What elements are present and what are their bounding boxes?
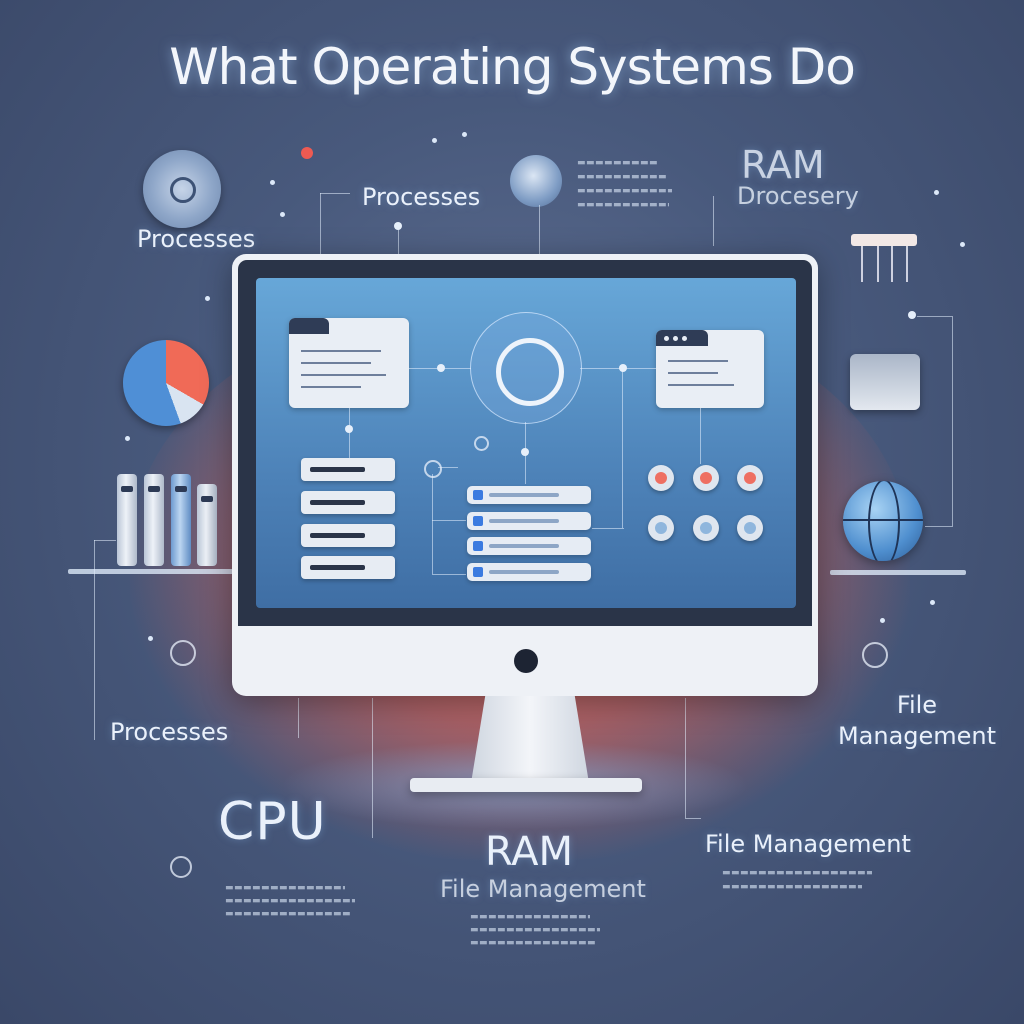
label-file-management-bottom-center: File Management: [440, 875, 646, 903]
node-icon: [170, 856, 192, 878]
status-indicator-icon[interactable]: [693, 515, 719, 541]
status-indicator-icon[interactable]: [737, 515, 763, 541]
pie-chart-icon: [123, 340, 209, 426]
status-indicator-icon[interactable]: [737, 465, 763, 491]
node-icon: [474, 436, 489, 451]
decorative-text: ▬▬▬▬▬▬▬▬▬▬▬▬▬▬▬: [470, 925, 600, 935]
storage-cylinder-icon: [144, 474, 164, 566]
storage-cylinder-icon: [117, 474, 137, 566]
window-icon: [656, 330, 764, 408]
node-icon: [170, 640, 196, 666]
decorative-text: ▬▬▬▬▬▬▬▬▬▬▬▬▬▬▬▬▬: [722, 868, 872, 878]
monitor-stand: [471, 696, 589, 782]
node-icon: [424, 460, 442, 478]
window-icon: [289, 318, 409, 408]
status-indicator-icon[interactable]: [693, 465, 719, 491]
decorative-text: ▬▬▬▬▬▬▬▬▬▬▬▬▬▬: [225, 883, 345, 893]
decorative-text: ▬▬▬▬▬▬▬▬▬▬▬▬▬▬: [470, 912, 590, 922]
status-dot-icon: [301, 147, 313, 159]
label-ram-top-right-sub: Drocesery: [737, 182, 859, 210]
shelf: [830, 570, 966, 575]
server-stack-icon: [301, 458, 395, 580]
storage-cylinder-icon: [171, 474, 191, 566]
storage-cylinder-icon: [197, 484, 217, 566]
label-file-management-bottom-right: File Management: [705, 830, 911, 858]
decorative-text: ▬▬▬▬▬▬▬▬▬▬▬▬▬▬: [225, 909, 351, 919]
decorative-text: ▬▬▬▬▬▬▬▬▬▬▬▬▬▬: [470, 938, 596, 948]
label-file-management-right: File Management: [822, 690, 1012, 752]
page-title: What Operating Systems Do: [169, 38, 856, 96]
device-icon: [850, 354, 920, 410]
process-list: [467, 486, 591, 582]
shelf: [68, 569, 234, 574]
decorative-text: ▬▬▬▬▬▬▬▬▬▬▬▬▬▬▬▬: [722, 882, 862, 892]
decorative-text: ▬▬▬▬▬▬▬▬▬▬▬▬▬▬▬: [225, 896, 355, 906]
decorative-text: ▬▬▬▬▬▬▬▬▬▬▬: [577, 200, 669, 210]
label-processes-top-left: Processes: [137, 225, 256, 253]
status-indicator-icon[interactable]: [648, 515, 674, 541]
monitor-base: [410, 778, 642, 792]
label-file-management-right-line1: File: [896, 691, 938, 719]
globe-icon: [843, 481, 923, 561]
decorative-text: ▬▬▬▬▬▬▬▬▬▬: [577, 158, 657, 168]
status-indicator-icon[interactable]: [648, 465, 674, 491]
node-icon: [862, 642, 888, 668]
decorative-text: ▬▬▬▬▬▬▬▬▬▬▬: [577, 172, 667, 182]
label-file-management-right-line2: Management: [837, 722, 997, 750]
label-cpu: CPU: [218, 792, 327, 852]
gauge-icon: [143, 150, 221, 228]
label-processes-bottom-left: Processes: [110, 718, 229, 746]
label-processes-top-center: Processes: [362, 183, 481, 211]
label-ram-bottom: RAM: [485, 829, 574, 875]
core-ring-inner: [496, 338, 564, 406]
label-ram-top-right: RAM: [741, 143, 825, 187]
decorative-text: ▬▬▬▬▬▬▬▬▬▬▬: [577, 186, 672, 196]
chart-badge-icon: [510, 155, 562, 207]
power-button-icon[interactable]: [514, 649, 538, 673]
lamp-icon: [851, 234, 917, 284]
